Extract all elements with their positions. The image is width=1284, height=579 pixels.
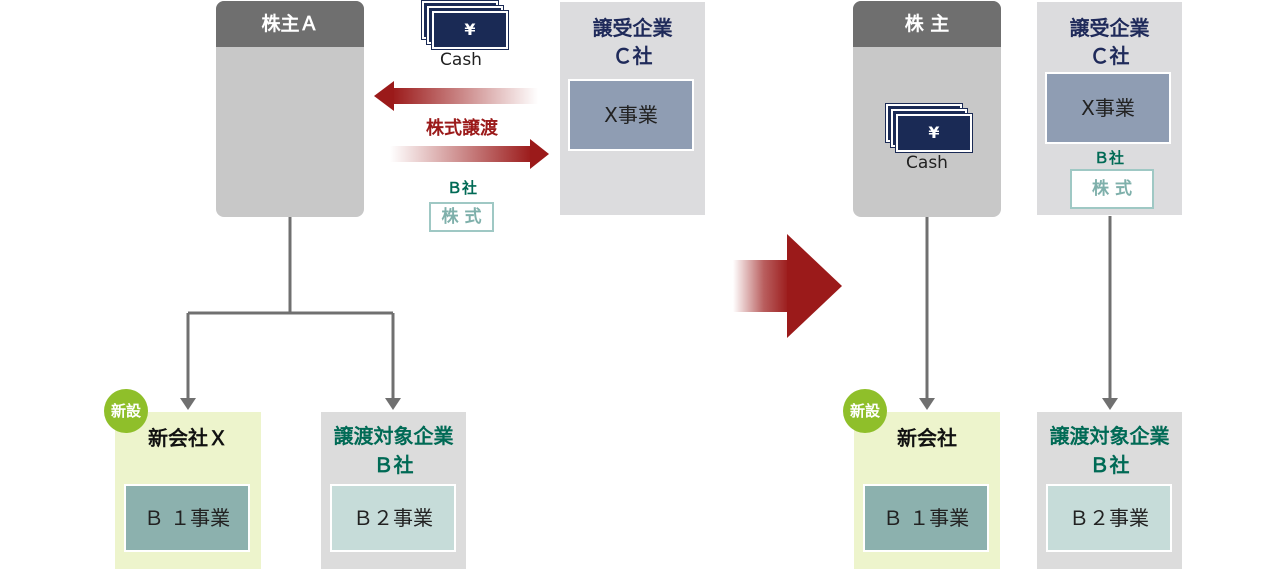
yen-symbol: ¥ — [432, 11, 508, 49]
left-new-company-box: 新会社Ｘ Ｂ １事業 — [115, 412, 261, 569]
right-target-title: 譲渡対象企業 Ｂ社 — [1049, 424, 1170, 477]
right-cash-icon: ¥ — [886, 104, 974, 154]
right-b-company-label: Ｂ社 — [1093, 149, 1124, 167]
left-target-title: 譲渡対象企業 Ｂ社 — [333, 424, 454, 477]
arrow-to-target-b — [385, 398, 401, 410]
right-new-badge: 新設 — [843, 389, 887, 433]
arrow-to-new-company-x — [180, 398, 196, 410]
left-b-stock-certificate: 株 式 — [429, 202, 494, 232]
left-target-box: 譲渡対象企業 Ｂ社 Ｂ２事業 — [321, 412, 466, 569]
left-b1-business: Ｂ １事業 — [124, 484, 250, 552]
yen-symbol: ¥ — [896, 114, 972, 152]
right-target-box: 譲渡対象企業 Ｂ社 Ｂ２事業 — [1037, 412, 1182, 569]
right-new-company-title: 新会社 — [897, 426, 957, 450]
right-x-business: X事業 — [1045, 72, 1171, 144]
right-acquirer-title: 譲受企業 Ｃ社 — [1069, 16, 1150, 68]
left-x-business: X事業 — [568, 79, 694, 151]
left-tree-lines — [186, 217, 395, 402]
transition-arrow — [733, 234, 842, 338]
cash-flow-arrow — [374, 81, 538, 111]
left-cash-icon: ¥ — [422, 1, 510, 51]
right-b1-business: Ｂ １事業 — [863, 484, 989, 552]
right-shareholder-title: 株 主 — [853, 1, 1001, 47]
right-tree-lines — [925, 216, 1112, 402]
left-new-company-title: 新会社Ｘ — [148, 426, 228, 450]
left-cash-label: Cash — [440, 50, 482, 70]
right-acquirer-box: 譲受企業 Ｃ社 X事業 Ｂ社 株 式 — [1037, 2, 1182, 215]
arrow-to-new-company — [919, 398, 935, 410]
right-b2-business: Ｂ２事業 — [1046, 484, 1172, 552]
right-b-stock-certificate: 株 式 — [1070, 169, 1154, 209]
left-b-company-label: Ｂ社 — [446, 179, 477, 197]
arrow-to-target-b-right — [1102, 398, 1118, 410]
right-new-company-box: 新会社 Ｂ １事業 — [854, 412, 1000, 569]
right-cash-label: Cash — [906, 153, 948, 173]
left-acquirer-box: 譲受企業 Ｃ社 X事業 — [560, 2, 705, 215]
stock-flow-arrow — [390, 139, 549, 169]
left-b2-business: Ｂ２事業 — [330, 484, 456, 552]
left-acquirer-title: 譲受企業 Ｃ社 — [592, 16, 673, 68]
left-new-badge: 新設 — [104, 389, 148, 433]
left-shareholder-box: 株主Ａ — [216, 1, 364, 217]
share-transfer-label: 株式譲渡 — [426, 118, 498, 139]
left-shareholder-title: 株主Ａ — [216, 1, 364, 47]
